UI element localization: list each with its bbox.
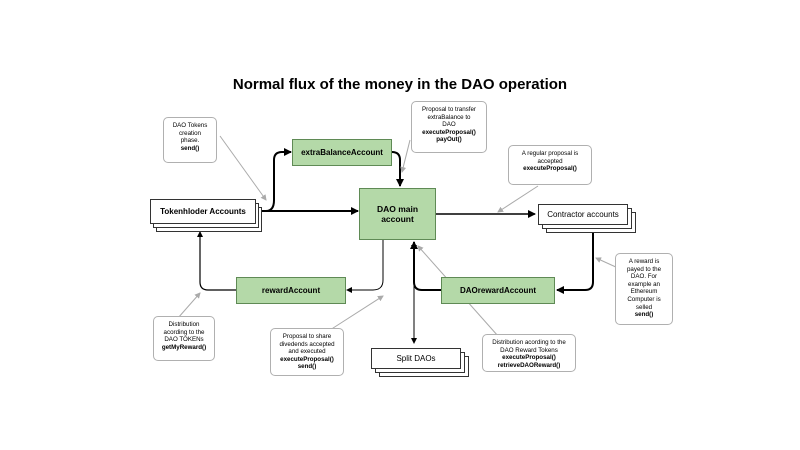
note-creation-line-1: DAO Tokens	[172, 122, 208, 129]
contractor-accounts-node: Contractor accounts	[538, 204, 628, 225]
note-share-dividends-code-1: executeProposal()	[280, 355, 334, 363]
note-distribution-tokens: Distribution acording to the DAO TOKENs …	[153, 316, 215, 361]
note-reward-payed-line-7: selled	[635, 303, 653, 311]
arrow-dao-to-reward	[346, 240, 384, 293]
note-distribution-tokens-line-3: DAO TOKENs	[164, 336, 204, 344]
arrow-reward-to-tokenholder	[197, 231, 236, 291]
note-regular-line-2: accepted	[537, 157, 563, 165]
note-distribution-reward-code-2: retrieveDAOReward()	[497, 361, 561, 369]
note-transfer-line-2: extraBalance to	[427, 113, 471, 121]
note-reward-payed-line-1: A reward is	[628, 258, 660, 265]
note-reward-payed: A reward is payed to the DAO. For exampl…	[615, 253, 673, 325]
note-transfer-code-2: payOut()	[436, 136, 462, 144]
diagram-title: Normal flux of the money in the DAO oper…	[232, 76, 568, 93]
extra-balance-account-node: extraBalanceAccount	[292, 139, 392, 166]
note-distribution-tokens-line-2: acording to the	[163, 328, 205, 336]
tokenholder-accounts-node: Tokenhloder Accounts	[150, 199, 256, 224]
pointer-transfer	[400, 139, 411, 173]
note-regular-proposal: A regular proposal is accepted executePr…	[508, 145, 592, 185]
note-transfer: Proposal to transfer extraBalance to DAO…	[411, 101, 487, 153]
note-reward-payed-line-6: Computer is	[627, 295, 661, 303]
note-reward-payed-line-5: Ethereum	[630, 288, 658, 296]
tokenholder-label: Tokenhloder Accounts	[160, 207, 246, 216]
note-distribution-tokens-line-1: Distribution	[168, 321, 200, 328]
reward-account-label: rewardAccount	[261, 286, 321, 295]
note-creation-line-2: creation	[178, 129, 201, 137]
note-share-dividends-line-3: and executed	[288, 348, 326, 356]
pointer-creation	[219, 135, 267, 201]
pointer-distribution-tokens	[177, 292, 201, 319]
note-distribution-reward-code-1: executeProposal()	[502, 354, 556, 362]
arrow-daoreward-to-dao	[410, 241, 441, 291]
note-share-dividends-line-2: divedends accepted	[279, 340, 335, 348]
pointer-reward-payed	[595, 257, 619, 269]
note-share-dividends: Proposal to share divedends accepted and…	[270, 328, 344, 376]
note-distribution-reward-line-1: Distribution acording to the	[492, 339, 566, 346]
note-reward-payed-line-2: payed to the	[626, 265, 662, 273]
dao-main-label: DAO main account	[376, 204, 419, 224]
dao-main-account-node: DAO main account	[359, 188, 436, 240]
split-daos-label: Split DAOs	[396, 354, 436, 363]
note-share-dividends-line-1: Proposal to share	[282, 333, 332, 340]
note-distribution-tokens-code-1: getMyReward()	[161, 343, 207, 351]
dao-reward-label: DAOrewardAccount	[459, 286, 536, 295]
pointer-share-dividends	[329, 295, 384, 331]
reward-account-node: rewardAccount	[236, 277, 346, 304]
note-creation-line-3: phase.	[180, 137, 200, 145]
note-share-dividends-code-2: send()	[297, 363, 317, 371]
arrow-extrabalance-to-dao	[391, 151, 404, 187]
note-creation-code-1: send()	[180, 144, 200, 152]
note-transfer-line-3: DAO	[442, 121, 456, 129]
note-transfer-code-1: executeProposal()	[422, 128, 476, 136]
split-daos-node: Split DAOs	[371, 348, 461, 369]
note-reward-payed-code-1: send()	[634, 311, 654, 319]
arrow-contractor-to-daoreward	[556, 232, 594, 294]
note-distribution-reward: Distribution acording to the DAO Reward …	[482, 334, 576, 372]
note-regular-code-1: executeProposal()	[523, 165, 577, 173]
pointer-regular	[497, 185, 539, 213]
note-regular-line-1: A regular proposal is	[521, 150, 579, 157]
extra-balance-label: extraBalanceAccount	[301, 148, 383, 157]
note-transfer-line-1: Proposal to transfer	[422, 106, 476, 113]
note-reward-payed-line-4: example an	[628, 280, 660, 288]
note-creation: DAO Tokens creation phase. send()	[163, 117, 217, 163]
arrow-tokenholder-to-extrabalance	[265, 148, 292, 212]
note-reward-payed-line-3: DAO. For	[630, 273, 658, 281]
note-distribution-reward-line-2: DAO Reward Tokens	[500, 346, 558, 354]
dao-reward-account-node: DAOrewardAccount	[441, 277, 555, 304]
contractor-label: Contractor accounts	[547, 210, 619, 219]
